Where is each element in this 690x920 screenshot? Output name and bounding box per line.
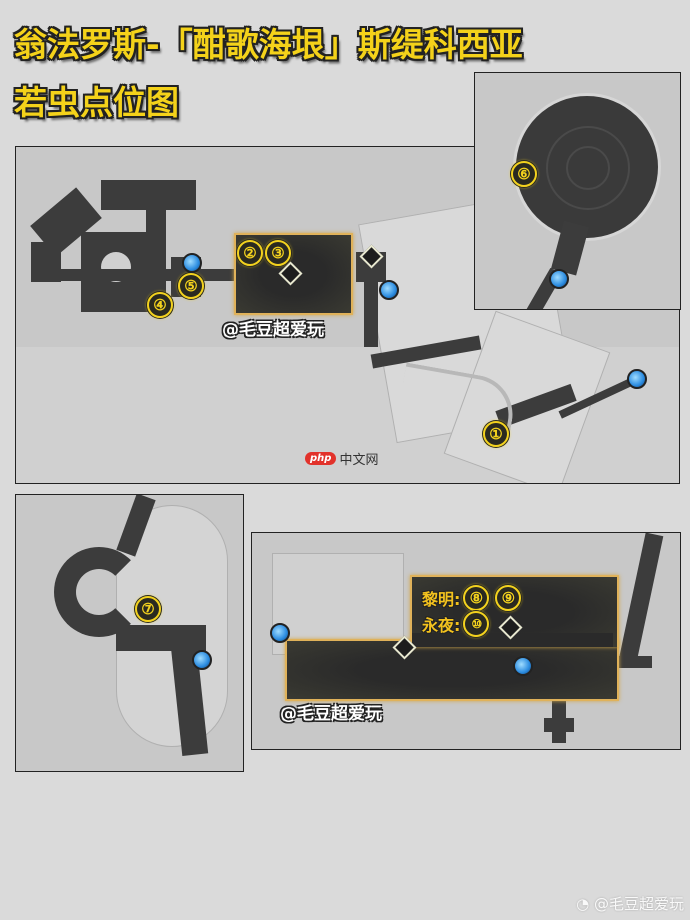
teleport-waypoint-icon[interactable] <box>627 369 647 389</box>
teleport-waypoint-icon[interactable] <box>182 253 202 273</box>
author-watermark: @毛豆超爱玩 <box>280 704 382 724</box>
dawn-row: 黎明: ⑧ ⑨ <box>422 585 522 611</box>
marker-9[interactable]: ⑨ <box>495 585 522 611</box>
site-watermark-text: 中文网 <box>339 453 379 468</box>
teleport-waypoint-icon[interactable] <box>270 623 290 643</box>
footer-watermark-text: @毛豆超爱玩 <box>593 895 684 913</box>
marker-5[interactable]: ⑤ <box>178 273 204 299</box>
inset-map-panel: ⑥ <box>474 72 681 310</box>
ring-path <box>54 547 144 637</box>
php-badge: php <box>305 452 337 465</box>
marker-10[interactable]: ⑩ <box>463 611 490 637</box>
marker-3[interactable]: ③ <box>265 240 291 266</box>
marker-2[interactable]: ② <box>237 240 263 266</box>
highlight-join <box>412 633 613 647</box>
night-label: 永夜: <box>422 616 461 635</box>
teleport-waypoint-icon[interactable] <box>379 280 399 300</box>
marker-7[interactable]: ⑦ <box>135 596 161 622</box>
teleport-waypoint-icon[interactable] <box>192 650 212 670</box>
footer-watermark: ◔ @毛豆超爱玩 <box>576 893 684 914</box>
marker-4[interactable]: ④ <box>147 292 173 318</box>
page-title-line-1: 翁法罗斯-「酣歌海垠」斯缇科西亚 <box>14 25 523 64</box>
circular-arena <box>513 93 661 241</box>
dawn-label: 黎明: <box>422 590 461 609</box>
bottom-left-map-panel: ⑦ <box>15 494 244 772</box>
night-row: 永夜: ⑩ <box>422 611 490 637</box>
teleport-waypoint-icon[interactable] <box>549 269 569 289</box>
marker-6[interactable]: ⑥ <box>511 161 537 187</box>
weibo-logo-icon: ◔ <box>576 895 594 913</box>
author-watermark: @毛豆超爱玩 <box>222 320 324 340</box>
highlight-area-lower <box>285 639 619 701</box>
marker-8[interactable]: ⑧ <box>463 585 490 611</box>
page-title-line-2: 若虫点位图 <box>14 83 179 122</box>
site-watermark: php 中文网 <box>305 449 378 468</box>
teleport-waypoint-icon[interactable] <box>513 656 533 676</box>
marker-1[interactable]: ① <box>483 421 509 447</box>
bottom-right-map-panel: 黎明: ⑧ ⑨ 永夜: ⑩ @毛豆超爱玩 <box>251 532 681 750</box>
